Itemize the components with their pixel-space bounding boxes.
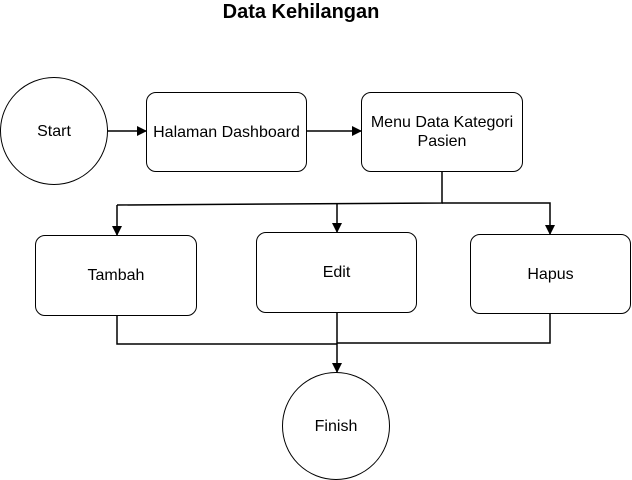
dashboard-node: Halaman Dashboard [146, 92, 307, 172]
dashboard-label: Halaman Dashboard [153, 123, 300, 141]
menu-kategori-label: Menu Data Kategori Pasien [370, 114, 514, 150]
edge-menu-split [116, 172, 443, 206]
start-label: Start [37, 122, 71, 140]
edit-node: Edit [256, 232, 417, 313]
finish-label: Finish [314, 417, 358, 435]
tambah-node: Tambah [35, 235, 197, 316]
edit-label: Edit [322, 264, 351, 281]
edge-tambah-to-join [116, 316, 337, 345]
hapus-node: Hapus [470, 234, 631, 314]
start-node: Start [0, 77, 108, 185]
edge-hapus-to-join [337, 314, 551, 344]
diagram-title: Data Kehilangan [222, 1, 380, 23]
tambah-label: Tambah [87, 267, 145, 284]
menu-kategori-node: Menu Data Kategori Pasien [361, 92, 523, 172]
finish-node: Finish [282, 372, 390, 480]
edge-menu-to-hapus [442, 202, 555, 235]
hapus-label: Hapus [527, 265, 574, 283]
